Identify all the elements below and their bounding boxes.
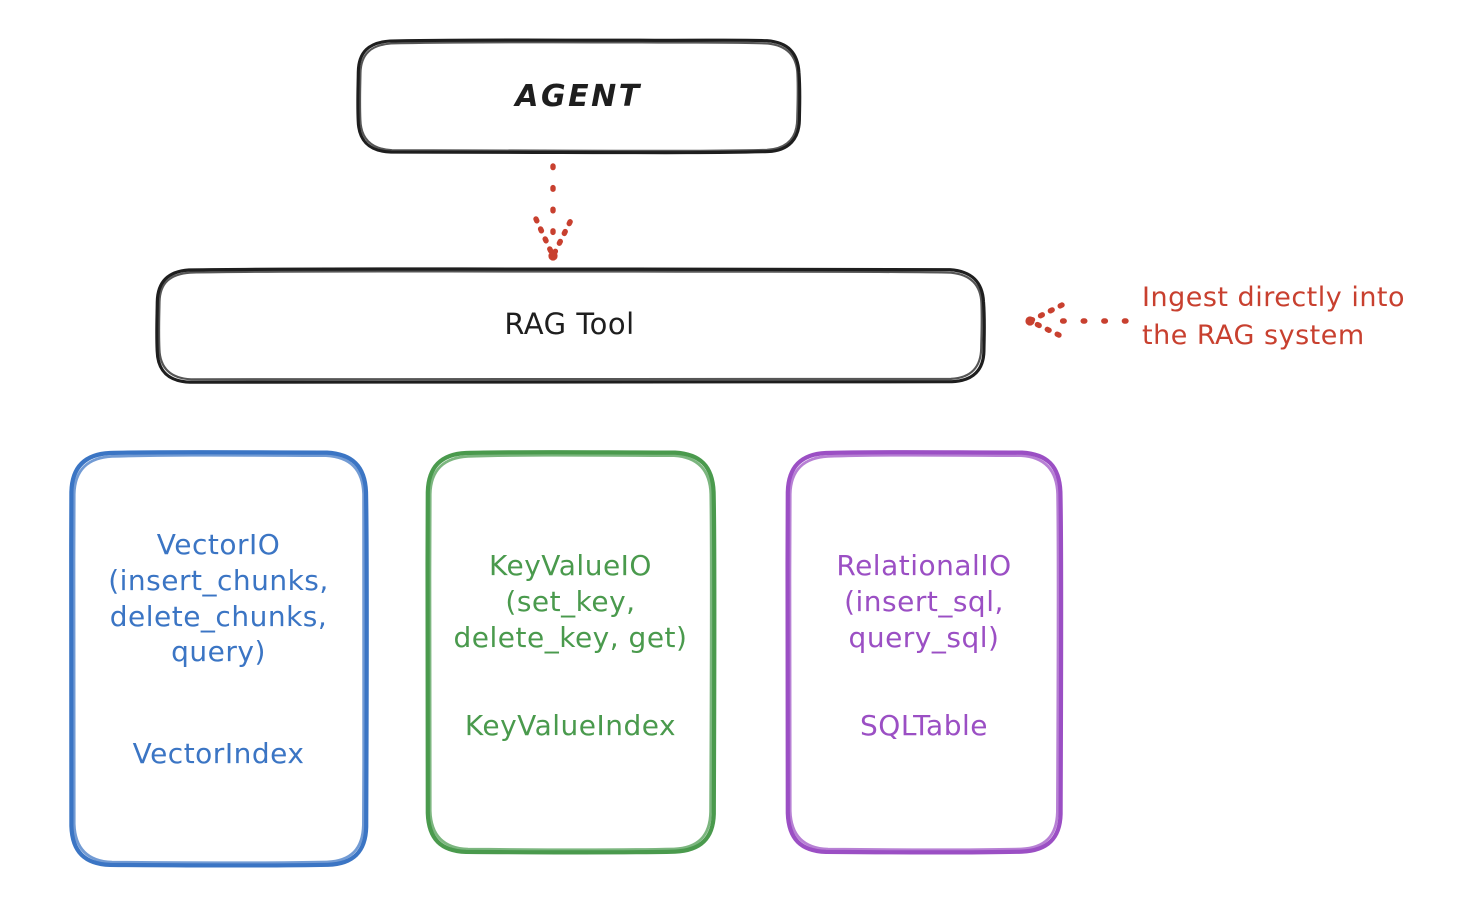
agent-box-outline <box>356 38 802 155</box>
node-relational-io[interactable] <box>785 450 1064 855</box>
relational-box-outline <box>785 450 1064 855</box>
rag-tool-box-outline-sketch <box>157 270 983 382</box>
ingest-arrow-tip <box>1025 316 1035 326</box>
node-rag-tool[interactable] <box>155 267 986 385</box>
node-vector-io[interactable] <box>68 450 369 868</box>
keyvalue-box-outline-sketch <box>428 453 713 852</box>
agent-rag-arrow-tip <box>548 251 558 261</box>
rag-tool-box-outline <box>155 267 986 385</box>
connector-agent-to-rag <box>533 163 574 261</box>
node-keyvalue-io[interactable] <box>425 450 717 855</box>
connector-ingest-to-rag <box>1025 302 1129 340</box>
relational-box-outline-sketch <box>788 453 1060 852</box>
agent-rag-arrowhead <box>533 216 574 259</box>
keyvalue-box-outline <box>425 450 717 855</box>
vector-box-outline-sketch <box>72 453 366 865</box>
agent-box-outline-sketch <box>358 41 799 152</box>
ingest-arrowhead <box>1027 302 1066 340</box>
vector-box-outline <box>68 450 369 868</box>
node-agent[interactable] <box>356 38 802 155</box>
